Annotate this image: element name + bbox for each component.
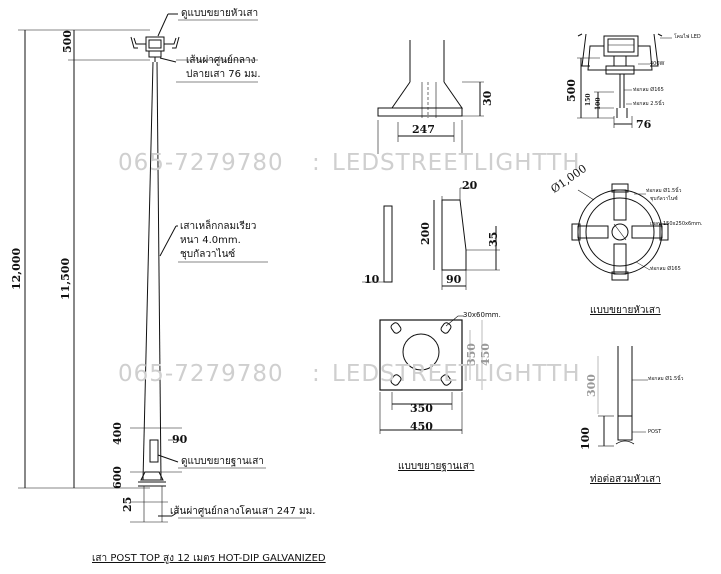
head-front-view <box>577 33 672 128</box>
base-side-view <box>377 40 484 154</box>
label-led-lamp: โคมไฟ LED <box>674 34 701 40</box>
dim-head-front-76: 76 <box>636 118 652 131</box>
dim-plate-450: 450 <box>410 420 433 433</box>
drawing-title: เสา POST TOP สูง 12 เมตร HOT-DIP GALVANI… <box>92 553 326 564</box>
label-top-pipe-line1: ท่อกลม Ø1.5นิ้ว <box>646 188 682 194</box>
label-sleeve-pipe: ท่อกลม Ø1.5นิ้ว <box>648 376 684 382</box>
label-post: POST <box>648 429 662 435</box>
label-base-diameter: เส้นผ่าศูนย์กลางโคนเสา 247 มม. <box>170 506 316 517</box>
dim-base-90: 90 <box>172 433 188 446</box>
caption-head-detail: แบบขยายหัวเสา <box>590 305 661 316</box>
watermark-sep-top: : <box>312 150 321 176</box>
sleeve-view <box>597 346 648 447</box>
dim-head-front-100: 100 <box>595 97 602 110</box>
dim-head-500: 500 <box>61 30 74 53</box>
dim-shaft-11500: 11,500 <box>59 257 72 300</box>
dim-sleeve-300: 300 <box>585 374 598 397</box>
base-plate-plan <box>379 315 483 434</box>
watermark-brand-top: LEDSTREETLIGHTTH <box>332 150 581 176</box>
label-pipe-25: ท่อกลม 2.5นิ้ว <box>633 101 665 107</box>
pole-elevation <box>18 13 306 523</box>
label-top-diameter-line2: ปลายเสา 76 มม. <box>186 69 261 80</box>
dim-base-side-30: 30 <box>481 90 494 106</box>
label-top-pipe-line2: ชุบกัลวาไนซ์ <box>650 196 678 202</box>
dim-base-600: 600 <box>111 466 124 489</box>
dim-gusset-200: 200 <box>419 222 432 245</box>
label-plate-size: เพลท 150x250x6mm. <box>650 221 703 227</box>
dim-plate-450-vertical: 450 <box>479 343 492 366</box>
label-wattage: 400W <box>650 61 665 67</box>
head-top-view <box>571 183 669 281</box>
dim-gusset-35: 35 <box>487 231 500 247</box>
label-material-line3: ชุบกัลวาไนซ์ <box>180 249 236 260</box>
label-material-line1: เสาเหล็กกลมเรียว <box>180 221 257 232</box>
dim-base-25: 25 <box>121 496 134 512</box>
label-top-diameter-line1: เส้นผ่าศูนย์กลาง <box>186 55 256 66</box>
dim-plate-350-vertical: 350 <box>465 343 478 366</box>
dim-gusset-10: 10 <box>364 273 380 286</box>
label-slot-size: 30x60mm. <box>463 311 501 319</box>
watermark-sep-bottom: : <box>312 361 321 387</box>
label-head-detail: ดูแบบขยายหัวเสา <box>181 8 259 19</box>
dim-total-12000: 12,000 <box>10 247 23 290</box>
caption-base-detail: แบบขยายฐานเสา <box>398 461 475 472</box>
caption-sleeve: ท่อต่อสวมหัวเสา <box>590 474 661 485</box>
gusset-view <box>362 187 500 290</box>
watermark-brand-bottom: LEDSTREETLIGHTTH <box>332 361 581 387</box>
dim-base-400: 400 <box>111 422 124 445</box>
label-base-detail: ดูแบบขยายฐานเสา <box>181 456 264 467</box>
label-material-line2: หนา 4.0mm. <box>180 235 241 246</box>
label-pipe-165: ท่อกลม Ø165 <box>633 87 664 93</box>
dim-base-side-247: 247 <box>412 123 435 136</box>
dim-head-front-150: 150 <box>585 93 592 106</box>
dim-gusset-90: 90 <box>446 273 462 286</box>
dim-head-front-500: 500 <box>565 79 578 102</box>
dim-gusset-20: 20 <box>462 179 478 192</box>
dim-sleeve-100: 100 <box>579 427 592 450</box>
watermark-phone-bottom: 065-7279780 <box>118 361 284 387</box>
dim-plate-350: 350 <box>410 402 433 415</box>
watermark-phone-top: 065-7279780 <box>118 150 284 176</box>
label-top-pipe-165: ท่อกลม Ø165 <box>650 266 681 272</box>
